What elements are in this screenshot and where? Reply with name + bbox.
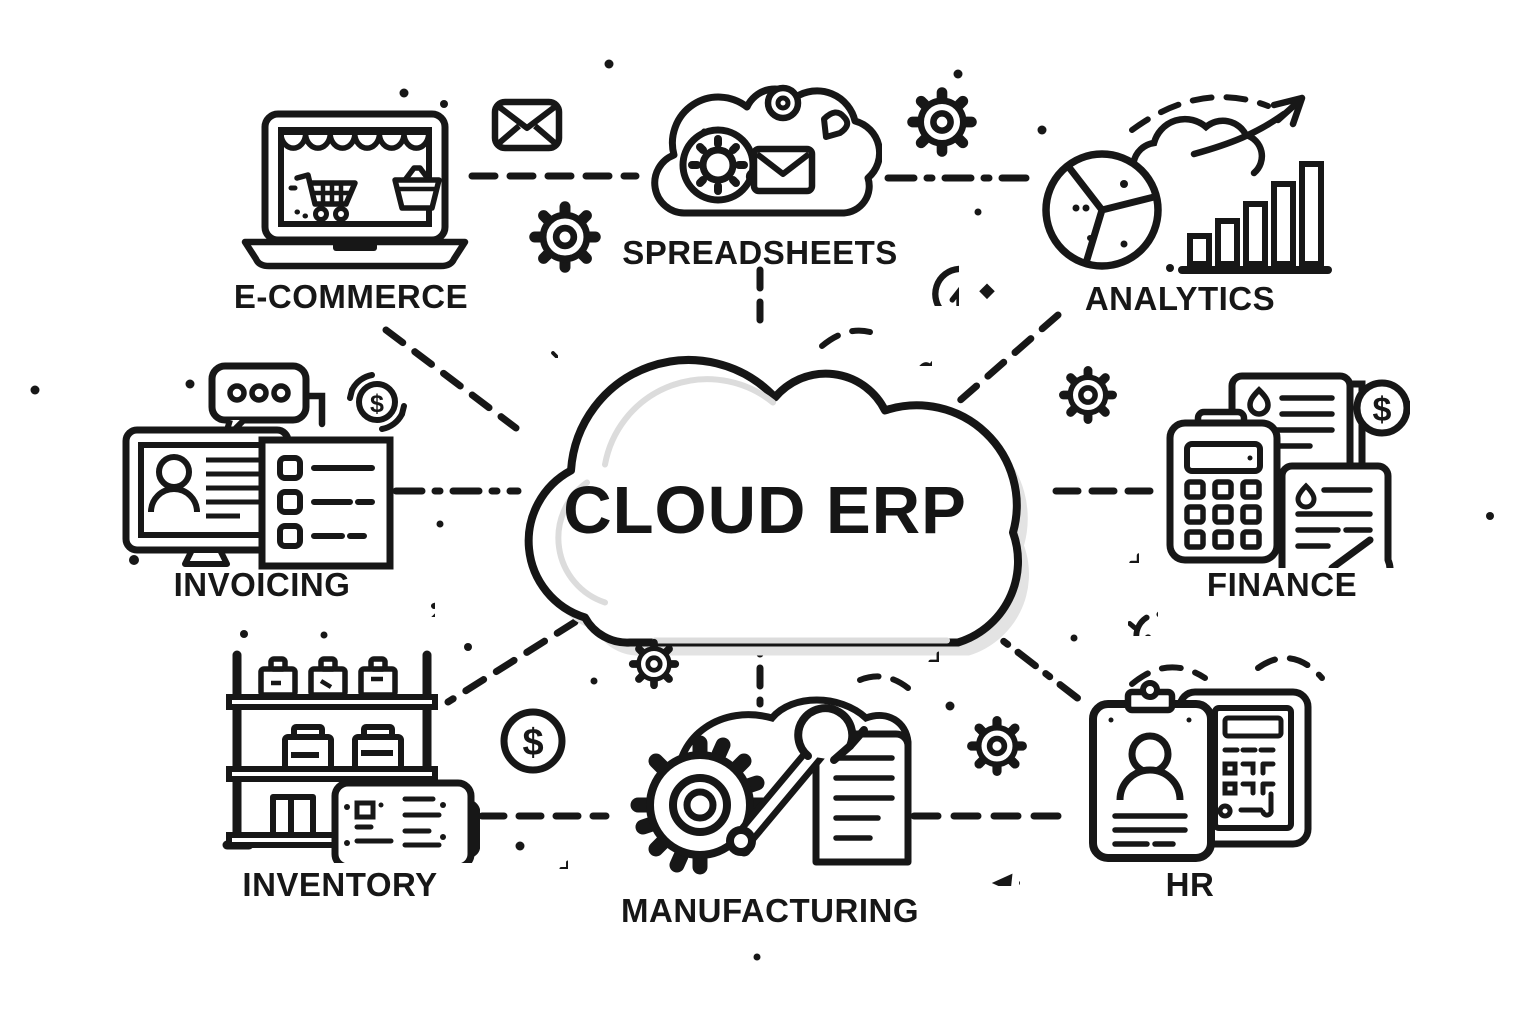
gear-icon [1058,365,1118,425]
dollar-coin-icon: $ [1349,379,1410,437]
shelf-board [226,694,438,710]
label-manufacturing: MANUFACTURING [621,892,919,929]
label-finance: FINANCE [1206,566,1358,603]
inventory-shelf-icon [215,650,480,863]
hr-id-card-icon [1089,680,1215,862]
plus-sparkle-icon [913,636,939,662]
manufacturing-icon [630,696,912,875]
invoice-document-icon [1278,462,1394,568]
plus-sparkle-icon [547,848,568,869]
shopping-cart-icon [288,172,358,222]
label-spreadsheets: SPREADSHEETS [622,234,898,271]
pie-chart-icon [1042,150,1162,270]
user-avatar-icon [156,454,192,490]
calculator-icon [1166,408,1281,564]
envelope-icon [491,98,563,152]
gear-icon [966,715,1028,777]
hr-icon [1089,680,1312,862]
finance-icon: $ [1166,372,1410,568]
left-arrow-icon [956,848,1020,886]
check-badge-icon [1098,576,1158,636]
svg-text:$: $ [522,722,543,764]
cloud-erp-shape [524,356,1030,656]
gear-icon [630,735,770,875]
lightbulb-icon [897,228,959,306]
paper-scrap-icon [821,109,851,140]
ecommerce-laptop-icon [241,110,469,270]
dollar-refresh-icon: $ [347,372,407,432]
gear-icon [628,638,680,690]
droplet-icon [1247,386,1271,417]
shelf-board [226,766,438,782]
envelope-icon [750,145,816,195]
checklist-icon [258,436,394,570]
droplet-icon [1295,482,1317,510]
bar-chart-icon [1187,161,1324,267]
label-inventory: INVENTORY [242,866,438,903]
label-ecommerce: E-COMMERCE [233,278,469,315]
svg-text:$: $ [370,390,384,418]
cloud-inner-shading [555,376,950,644]
storefront-awning-icon [278,128,432,151]
label-hr: HR [1165,866,1215,903]
wrench-icon [726,704,868,856]
shelf-board [226,832,352,848]
laptop-notch [333,242,377,251]
gear-icon [528,200,602,274]
shelf-jars [258,656,398,698]
label-analytics: ANALYTICS [1084,280,1276,317]
shopping-basket-icon [392,165,442,211]
pen-stroke [1328,536,1374,568]
plus-sparkle-icon [1115,539,1139,563]
label-invoicing: INVOICING [173,566,351,603]
sparkle-icon [538,338,558,358]
trend-arrow-icon [1190,94,1306,158]
inventory-tablet-icon [331,779,480,863]
invoicing-icon: $ [122,362,407,570]
laptop-base [241,238,469,270]
gear-icon [906,86,978,158]
cloud-erp-title: CLOUD ERP [563,473,967,548]
gear-icon [679,126,757,204]
document-icon [812,730,912,866]
svg-text:$: $ [1373,391,1392,429]
analytics-charts-icon [1042,94,1332,274]
bird-scribble-icon [892,334,932,366]
shelf-canisters [282,724,404,772]
monitor-icon [122,426,292,567]
dollar-coin-icon: $ [500,708,566,774]
pen-arrow-icon [383,565,435,617]
spreadsheets-cloud-icon [651,84,882,217]
